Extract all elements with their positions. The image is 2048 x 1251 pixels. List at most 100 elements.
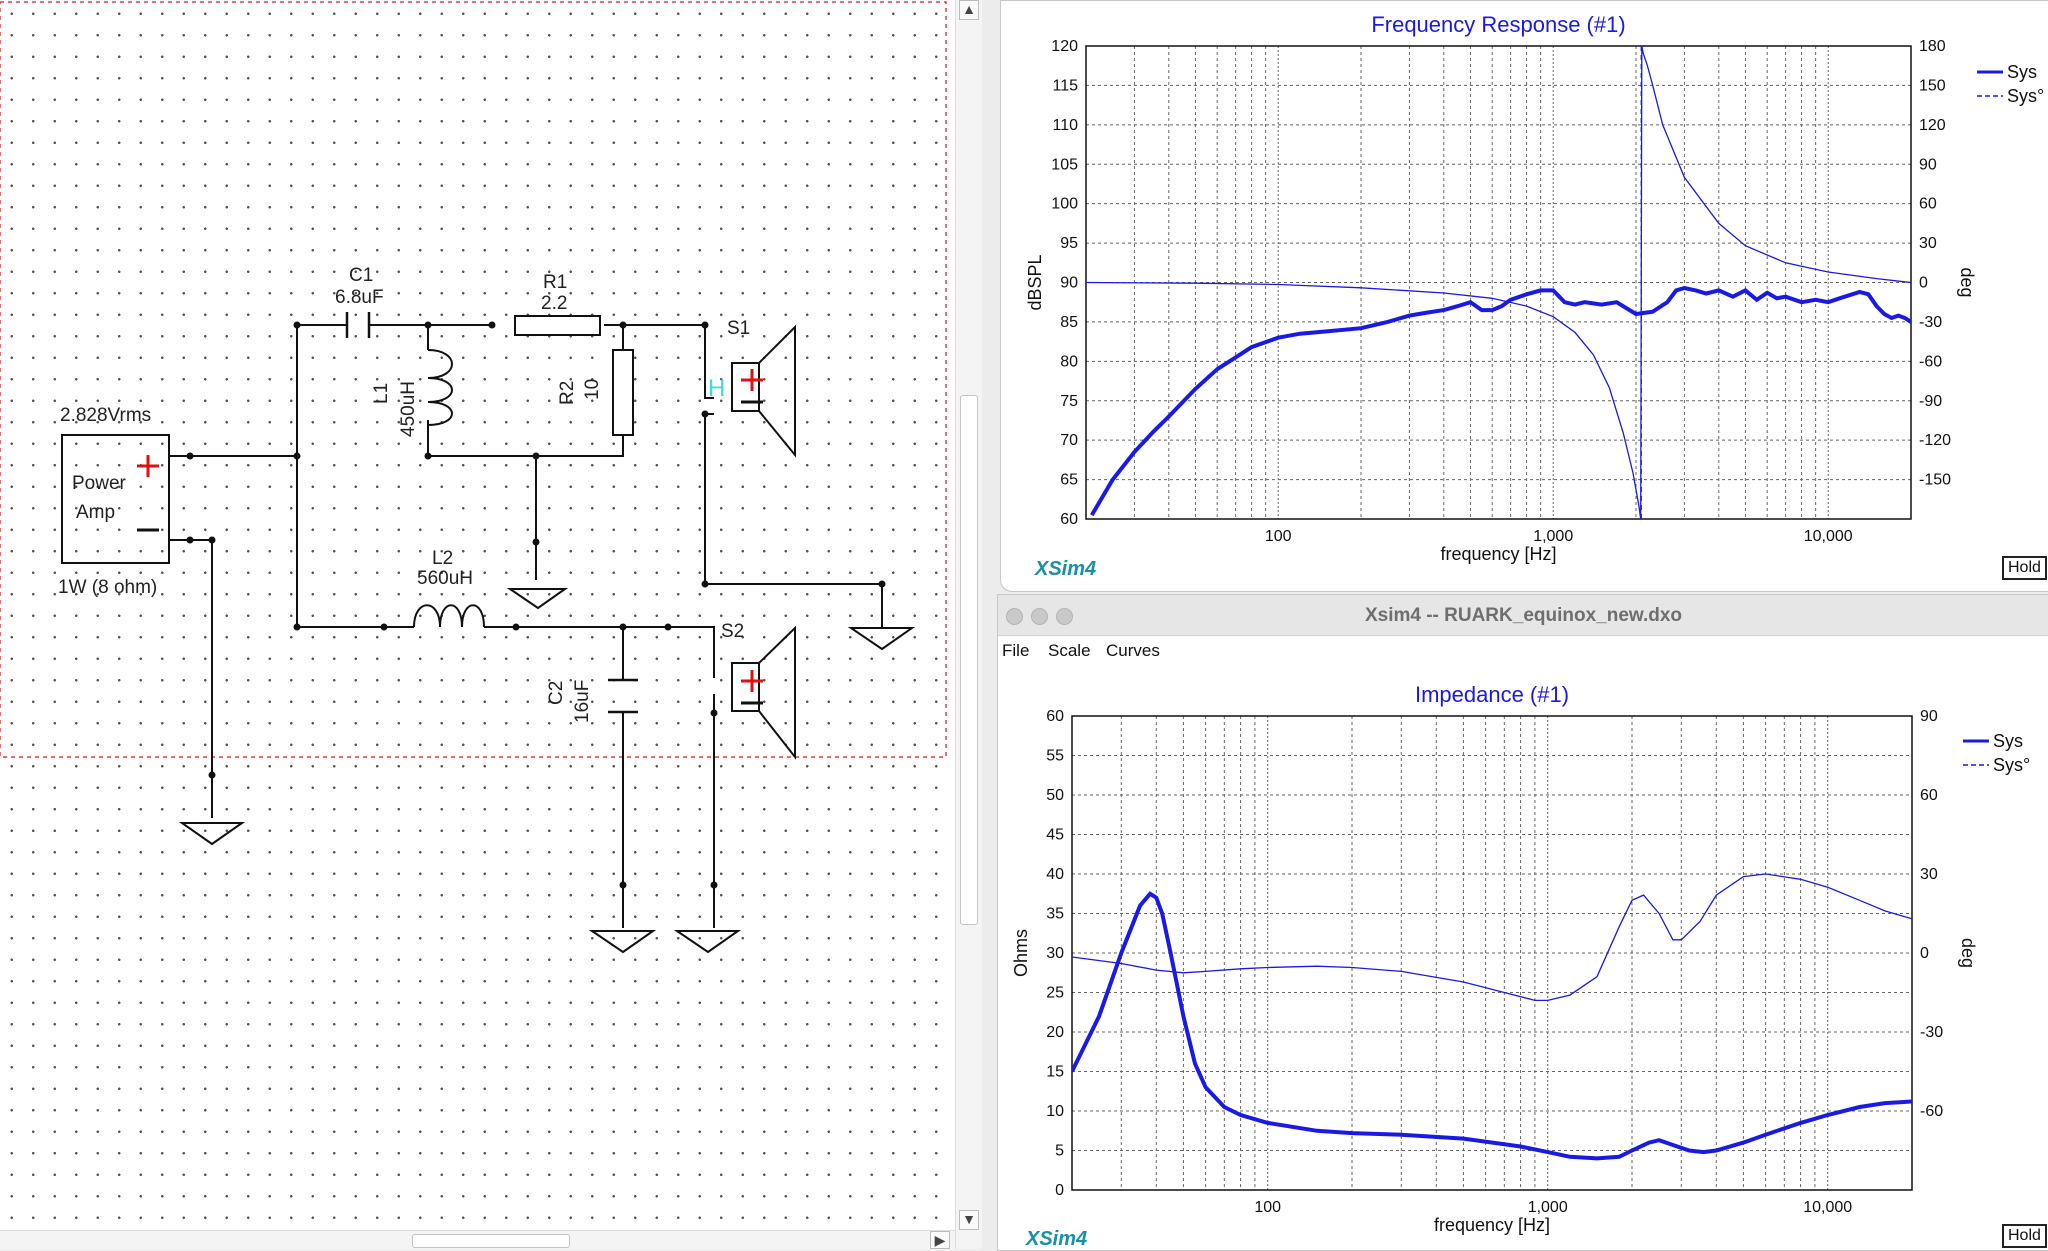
y-tick-label: 30 — [1046, 945, 1064, 962]
vertical-scroll-thumb[interactable] — [960, 395, 978, 925]
c2-value-label: 16uF — [572, 680, 593, 723]
minimize-window-button[interactable] — [1031, 608, 1048, 625]
y-tick-label: 25 — [1046, 985, 1064, 1002]
y2-tick-label: 30 — [1920, 866, 1938, 883]
y2-tick-label: -60 — [1920, 1103, 1943, 1120]
close-window-button[interactable] — [1006, 608, 1023, 625]
y2-tick-label: 120 — [1919, 117, 1946, 134]
s2-name-label: S2 — [721, 621, 744, 642]
y-tick-label: 20 — [1046, 1024, 1064, 1041]
y2-tick-label: -90 — [1919, 393, 1942, 410]
horizontal-scroll-thumb[interactable] — [412, 1234, 570, 1248]
y-axis-label: Ohms — [1011, 929, 1031, 977]
y2-tick-label: -30 — [1919, 314, 1942, 331]
menu-bar: File Scale Curves — [998, 635, 2048, 665]
y-tick-label: 90 — [1060, 275, 1078, 292]
x-tick-label: 1,000 — [1533, 528, 1573, 545]
y-tick-label: 75 — [1060, 393, 1078, 410]
y-axis-label: dBSPL — [1025, 254, 1045, 310]
horizontal-scrollbar[interactable]: ▶ — [0, 1230, 955, 1250]
hold-button[interactable]: Hold — [2002, 556, 2047, 580]
plot-frame — [1071, 715, 1913, 1191]
zoom-window-button[interactable] — [1056, 608, 1073, 625]
c1-name-label: C1 — [349, 265, 373, 286]
scroll-down-icon[interactable]: ▼ — [959, 1210, 979, 1230]
power-amp-box[interactable] — [61, 434, 170, 564]
hold-button[interactable]: Hold — [2002, 1224, 2047, 1248]
y2-axis-label: deg — [1957, 267, 1977, 297]
y2-tick-label: 60 — [1919, 196, 1937, 213]
impedance-chart: 6055504540353025201510509060300-30-60100… — [1011, 682, 2030, 1250]
brand-label: XSim4 — [1025, 1228, 1087, 1250]
x-tick-label: 100 — [1254, 1199, 1281, 1216]
r1-value-label: 2.2 — [541, 293, 567, 314]
y-tick-label: 55 — [1046, 748, 1064, 765]
menu-scale[interactable]: Scale — [1048, 641, 1091, 660]
source-name-line2: Amp — [76, 502, 115, 523]
y-tick-label: 60 — [1060, 511, 1078, 528]
y-tick-label: 5 — [1055, 1143, 1064, 1160]
c2-name-label: C2 — [546, 681, 567, 705]
scroll-up-icon[interactable]: ▲ — [959, 0, 979, 20]
r2-value-label: 10 — [582, 379, 603, 400]
y-tick-label: 40 — [1046, 866, 1064, 883]
x-tick-label: 100 — [1265, 528, 1292, 545]
y-tick-label: 80 — [1060, 353, 1078, 370]
y-tick-label: 50 — [1046, 787, 1064, 804]
source-voltage-label: 2.828Vrms — [60, 405, 151, 426]
series-line-sys-phase — [1086, 46, 1911, 519]
y-tick-label: 105 — [1051, 156, 1078, 173]
y-tick-label: 115 — [1052, 77, 1078, 94]
y-tick-label: 10 — [1046, 1103, 1064, 1120]
chart-title: Frequency Response (#1) — [1371, 12, 1625, 37]
schematic-canvas[interactable]: H 2.828Vrms Power Amp 1W (8 ohm) C1 6.8u… — [0, 0, 955, 1249]
chart-title: Impedance (#1) — [1415, 682, 1569, 707]
l1-name-label: L1 — [371, 383, 392, 404]
x-tick-label: 10,000 — [1804, 528, 1853, 545]
y-tick-label: 65 — [1060, 472, 1078, 489]
vertical-scrollbar[interactable]: ▲ ▼ — [955, 0, 982, 1249]
y2-tick-label: 60 — [1920, 787, 1938, 804]
menu-curves[interactable]: Curves — [1106, 641, 1160, 660]
y2-tick-label: -30 — [1920, 1024, 1943, 1041]
x-tick-label: 1,000 — [1528, 1199, 1568, 1216]
legend-label: Sys — [1993, 731, 2023, 751]
y2-tick-label: 90 — [1920, 708, 1938, 725]
plus-icon — [137, 455, 159, 477]
y2-tick-label: 0 — [1920, 945, 1929, 962]
window-title: Xsim4 -- RUARK_equinox_new.dxo — [1364, 605, 1683, 626]
y2-tick-label: -120 — [1919, 432, 1951, 449]
selection-box — [0, 1, 947, 758]
l2-name-label: L2 — [432, 548, 453, 569]
l1-value-label: 450uH — [398, 381, 419, 437]
source-rating-label: 1W (8 ohm) — [58, 577, 157, 598]
r2-name-label: R2 — [557, 381, 578, 405]
c1-value-label: 6.8uF — [335, 287, 384, 308]
scroll-right-icon[interactable]: ▶ — [930, 1231, 950, 1249]
y-tick-label: 15 — [1046, 1064, 1064, 1081]
impedance-window: Xsim4 -- RUARK_equinox_new.dxo File Scal… — [997, 594, 2048, 1251]
x-axis-label: frequency [Hz] — [1440, 544, 1556, 564]
source-name-line1: Power — [72, 473, 127, 494]
schematic-drawing: H 2.828Vrms Power Amp 1W (8 ohm) C1 6.8u… — [0, 1, 947, 954]
plot-frame — [1085, 45, 1912, 520]
y-tick-label: 120 — [1051, 38, 1078, 55]
y-tick-label: 0 — [1055, 1182, 1064, 1199]
menu-file[interactable]: File — [1002, 641, 1030, 660]
l2-value-label: 560uH — [417, 568, 473, 589]
y-tick-label: 110 — [1052, 117, 1078, 134]
y2-tick-label: 90 — [1919, 156, 1937, 173]
legend-label: Sys — [2007, 62, 2037, 82]
frequency-response-chart: 1201151101051009590858075706560180150120… — [1025, 12, 2044, 580]
series-line-sys-phase — [1072, 873, 1912, 1002]
window-titlebar[interactable]: Xsim4 -- RUARK_equinox_new.dxo — [998, 595, 2048, 636]
y2-tick-label: 180 — [1919, 38, 1946, 55]
brand-label: XSim4 — [1034, 558, 1096, 580]
y2-axis-label: deg — [1958, 938, 1978, 968]
y2-tick-label: -60 — [1919, 353, 1942, 370]
r1-name-label: R1 — [543, 272, 567, 293]
series-line-sys — [1090, 285, 1911, 517]
y2-tick-label: 150 — [1919, 77, 1946, 94]
y-tick-label: 70 — [1060, 432, 1078, 449]
